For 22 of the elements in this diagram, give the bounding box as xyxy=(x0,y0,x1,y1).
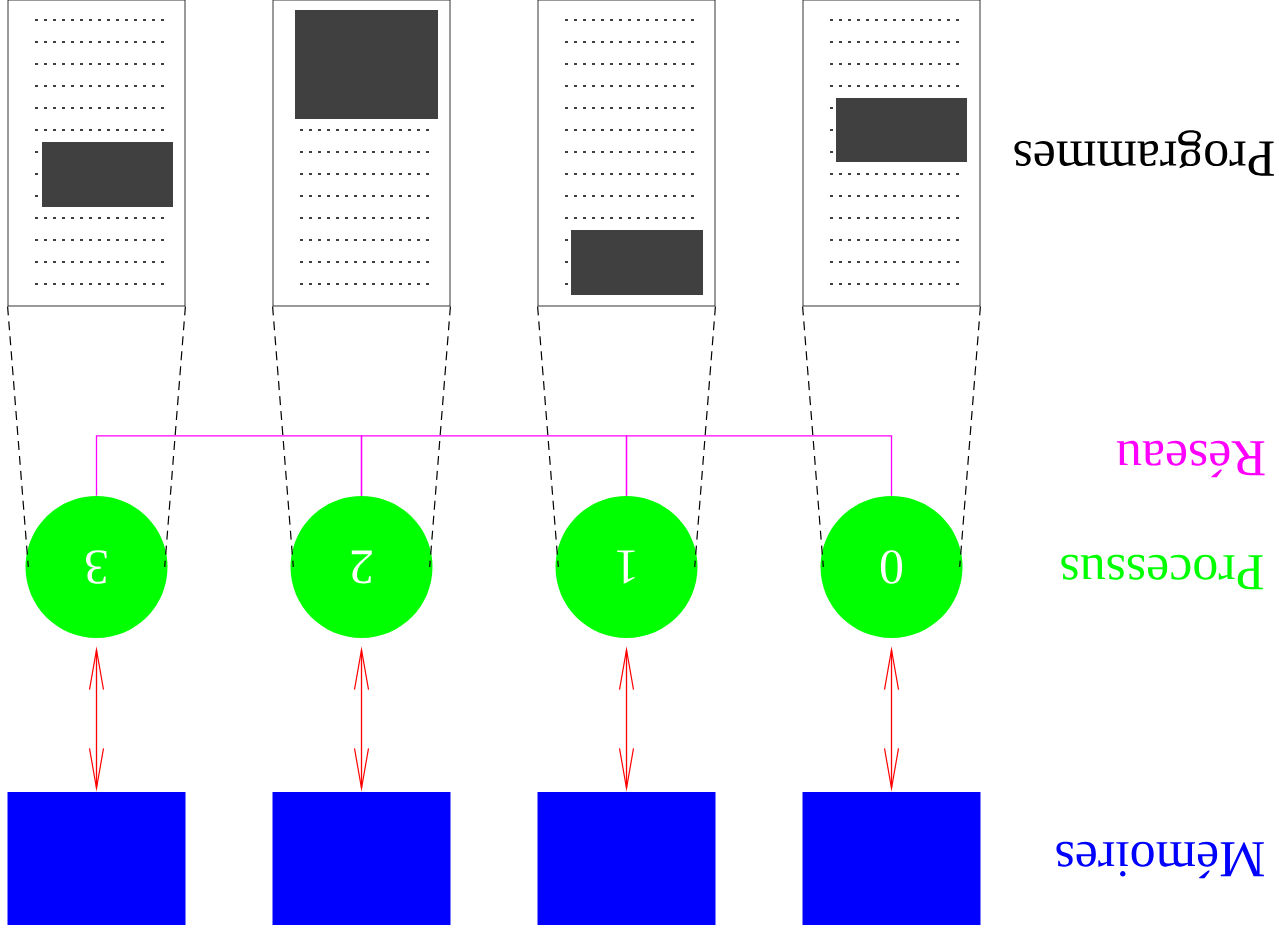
section-label: Réseau xyxy=(1116,440,1265,478)
memory-block xyxy=(802,792,981,925)
dashed-line xyxy=(164,305,186,568)
memory-block xyxy=(272,792,451,925)
network-line xyxy=(360,435,628,497)
double-arrow xyxy=(88,646,105,792)
dashed-line xyxy=(959,305,981,568)
dashed-line xyxy=(802,305,824,568)
double-arrow xyxy=(618,646,635,792)
dashed-line xyxy=(7,305,29,568)
dashed-line xyxy=(272,305,294,568)
double-arrow xyxy=(353,646,370,792)
dashed-line xyxy=(537,305,559,568)
dashed-line xyxy=(429,305,451,568)
memory-block xyxy=(537,792,716,925)
section-label: Processus xyxy=(1061,554,1264,590)
double-arrow xyxy=(883,646,900,792)
dashed-line xyxy=(694,305,716,568)
memory-block xyxy=(7,792,186,925)
network-line xyxy=(95,435,363,497)
section-label: Mémoires xyxy=(1056,841,1264,879)
network-line xyxy=(625,435,893,497)
